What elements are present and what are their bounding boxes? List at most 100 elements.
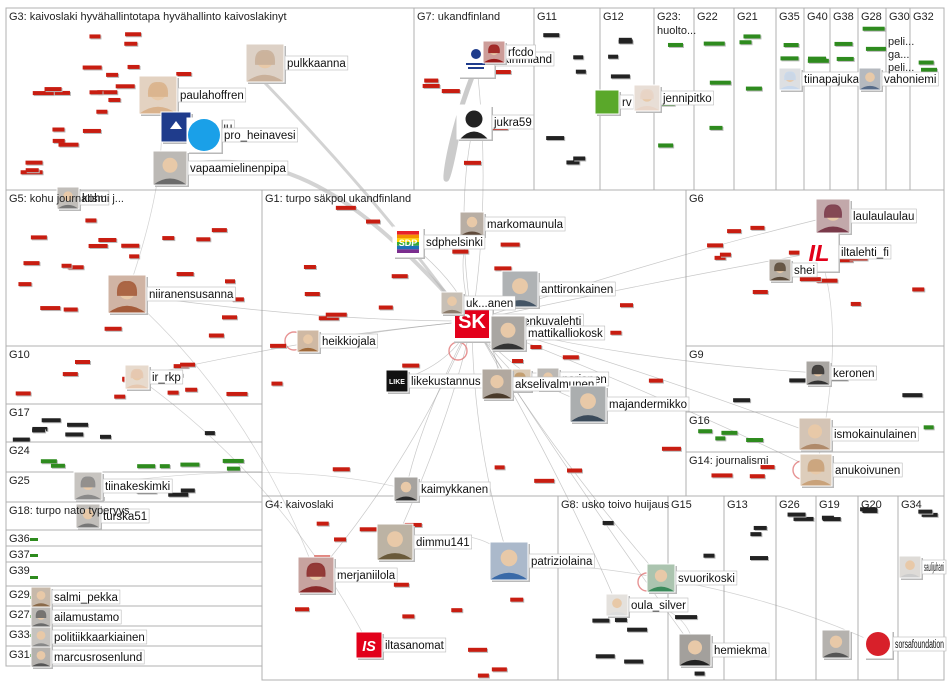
small-node-g13[interactable] [750, 532, 762, 537]
small-node-g12[interactable] [618, 39, 633, 44]
small-node-g8[interactable] [592, 618, 610, 623]
node-mattikalliokosk[interactable]: mattikalliokosk [490, 315, 606, 352]
small-node-g38[interactable] [836, 56, 854, 61]
small-node-g6[interactable] [839, 258, 854, 263]
small-node-g10[interactable] [167, 390, 179, 395]
small-node-g3[interactable] [127, 64, 140, 69]
small-node-g35[interactable] [783, 43, 799, 48]
small-node-g9[interactable] [733, 398, 751, 403]
node-paulahoffren[interactable]: paulahoffren [138, 75, 247, 116]
small-node-g40[interactable] [807, 56, 826, 61]
small-node-g10[interactable] [114, 394, 126, 399]
small-node-g9[interactable] [789, 378, 809, 383]
small-node-g12[interactable] [608, 54, 619, 59]
small-node-g3[interactable] [82, 128, 101, 133]
node-hemiekma[interactable]: hemiekma [678, 633, 770, 668]
node-shei[interactable]: shei [768, 258, 818, 283]
small-node-g34[interactable] [921, 512, 938, 517]
small-node-g24[interactable] [50, 463, 65, 468]
small-node-g24[interactable] [180, 462, 200, 467]
small-node-g17[interactable] [41, 418, 61, 423]
small-node-g15[interactable] [703, 553, 715, 558]
small-node-g22[interactable] [703, 41, 725, 46]
small-node-g8[interactable] [624, 659, 644, 664]
small-node-g10[interactable] [62, 372, 78, 377]
small-node-g35[interactable] [780, 56, 799, 61]
small-node-g3[interactable] [44, 87, 62, 92]
small-node-g6[interactable] [719, 252, 731, 257]
small-node-g21[interactable] [743, 34, 761, 39]
small-node-g1[interactable] [648, 378, 663, 383]
small-node-g22[interactable] [709, 125, 723, 130]
small-node-g17[interactable] [12, 437, 30, 442]
small-node-g38[interactable] [834, 41, 853, 46]
small-node-g16[interactable] [721, 430, 738, 435]
small-node-g5[interactable] [121, 243, 140, 248]
small-node-g20[interactable] [862, 508, 878, 513]
small-node-g13[interactable] [753, 525, 767, 530]
small-node-g5[interactable] [104, 326, 122, 331]
node-ismokainulainen[interactable]: ismokainulainen [798, 417, 919, 452]
node-heikkiojala[interactable]: heikkiojala [296, 329, 379, 354]
small-node-g26[interactable] [787, 512, 806, 517]
small-node-g3[interactable] [82, 65, 102, 70]
small-node-g1[interactable] [610, 330, 622, 335]
small-node-g3[interactable] [25, 160, 43, 165]
node-niiranensusanna[interactable]: niiranensusanna [107, 274, 236, 315]
small-node-g1[interactable] [530, 345, 542, 350]
node-tiinapajukari[interactable]: tiinapajukari [778, 67, 868, 92]
node-keronen[interactable]: keronen [805, 360, 877, 387]
small-node-g4[interactable] [477, 673, 489, 678]
small-node-g4[interactable] [359, 527, 378, 532]
small-node-g5[interactable] [129, 254, 140, 259]
small-node-g4[interactable] [402, 614, 415, 619]
small-node-g5[interactable] [211, 228, 227, 233]
small-node-g3[interactable] [108, 97, 121, 102]
small-node-g8[interactable] [627, 627, 648, 632]
node-merjaniilola[interactable]: merjaniilola [297, 556, 398, 595]
small-node-g9[interactable] [902, 393, 923, 398]
small-node-g6[interactable] [799, 277, 821, 282]
small-node-g3[interactable] [58, 142, 79, 147]
node-markomaunula[interactable]: markomaunula [459, 211, 566, 238]
small-node-g6[interactable] [752, 289, 768, 294]
node-kaimykkanen[interactable]: kaimykkanen [393, 476, 491, 503]
small-node-g1[interactable] [332, 467, 350, 472]
small-node-g7[interactable] [463, 160, 481, 165]
small-node-g3[interactable] [115, 84, 135, 89]
small-node-g5[interactable] [222, 315, 238, 320]
small-node-g21[interactable] [745, 86, 762, 91]
small-node-g14[interactable] [749, 474, 765, 479]
small-node-g11[interactable] [543, 33, 560, 38]
small-node-g17[interactable] [204, 431, 215, 436]
small-node-g12[interactable] [610, 74, 630, 79]
small-node-g26[interactable] [793, 516, 814, 521]
node-g19man[interactable] [821, 629, 852, 660]
small-node-g1[interactable] [270, 343, 287, 348]
small-node-g4[interactable] [393, 582, 409, 587]
small-node-g16[interactable] [698, 429, 713, 434]
small-node-g6[interactable] [714, 255, 726, 260]
small-node-g6[interactable] [707, 243, 724, 248]
small-node-g3[interactable] [97, 90, 118, 95]
small-node-g1[interactable] [661, 446, 681, 451]
small-node-g3[interactable] [32, 91, 54, 96]
node-ailamustamo[interactable]: ailamustamo [30, 606, 122, 629]
small-node-g8[interactable] [602, 520, 614, 525]
small-node-g25[interactable] [168, 492, 189, 497]
small-node-g10[interactable] [185, 387, 198, 392]
small-node-g3[interactable] [53, 90, 70, 95]
small-node-g14[interactable] [760, 465, 775, 470]
node-salmi-pekka[interactable]: salmi_pekka [30, 586, 121, 609]
small-node-g3[interactable] [96, 109, 108, 114]
node-turska51[interactable]: turska51 [75, 503, 150, 530]
small-node-g17[interactable] [32, 428, 46, 433]
small-node-g6[interactable] [788, 250, 809, 255]
node-sorsafoundation[interactable]: sorsafoundation [863, 629, 947, 660]
small-node-g3[interactable] [25, 168, 39, 173]
node-marcusrosenlund[interactable]: marcusrosenlund [30, 646, 145, 669]
small-node-g6[interactable] [850, 301, 861, 306]
small-node-g16[interactable] [746, 438, 764, 443]
small-node-g4[interactable] [334, 537, 347, 542]
